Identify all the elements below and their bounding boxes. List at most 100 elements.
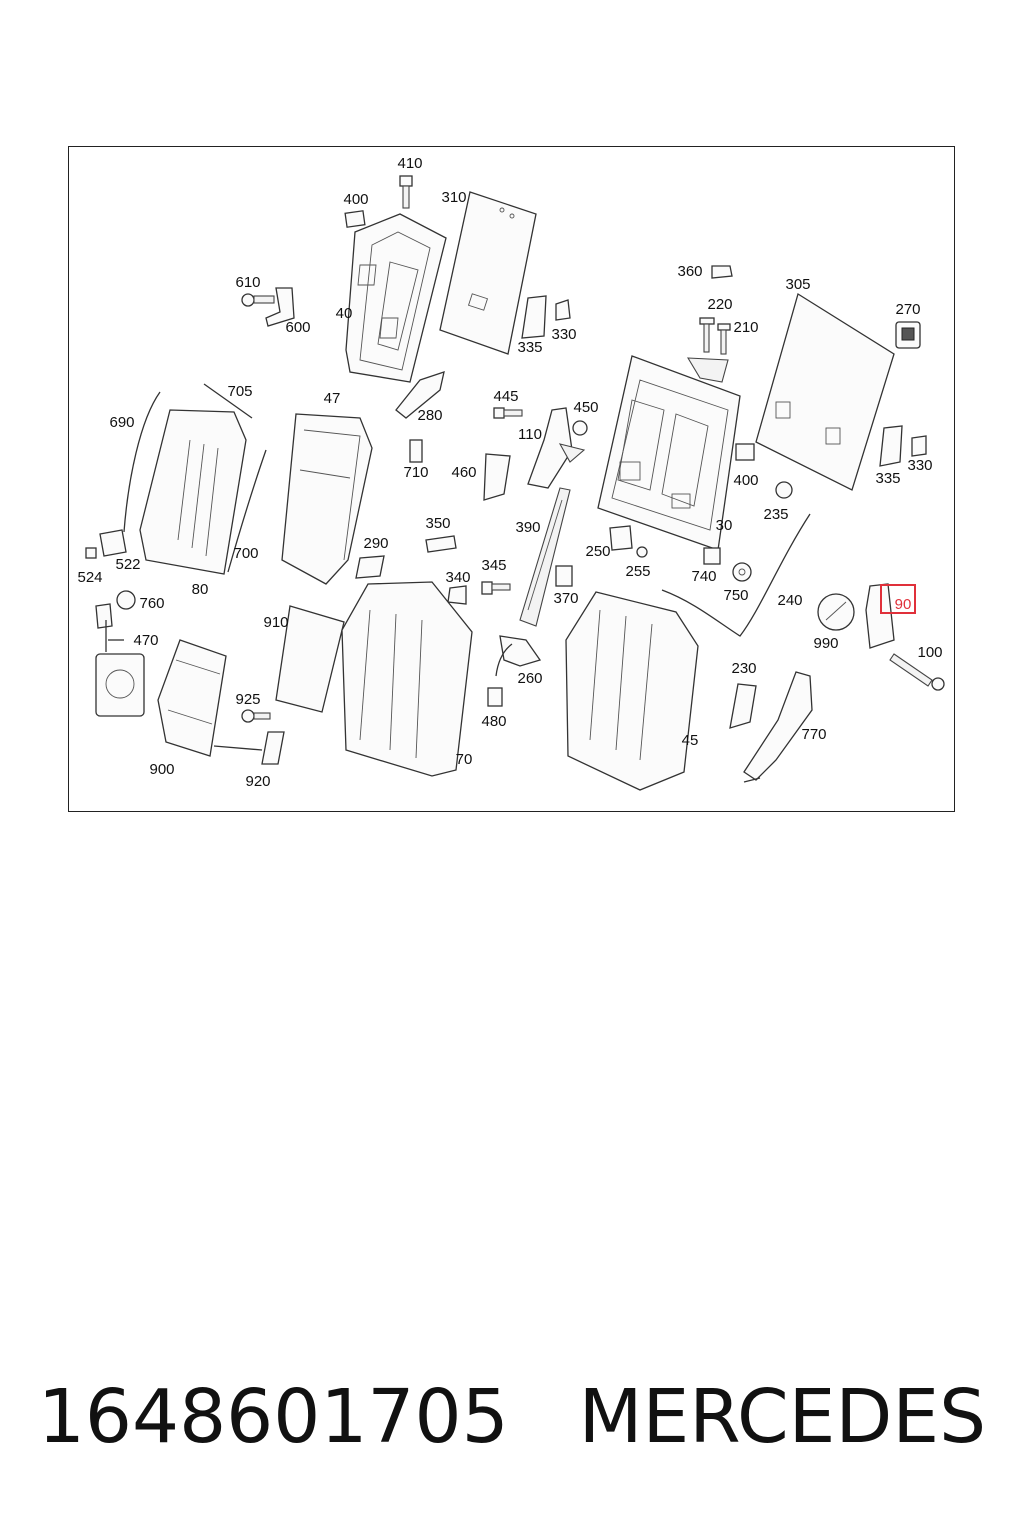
spacer-740 bbox=[703, 547, 721, 565]
bracket-110 bbox=[527, 407, 586, 489]
callout-335-b: 335 bbox=[875, 470, 900, 487]
callout-370: 370 bbox=[553, 590, 578, 607]
callout-330: 330 bbox=[551, 326, 576, 343]
cover-335-a bbox=[521, 295, 547, 339]
callout-235: 235 bbox=[763, 506, 788, 523]
callout-390: 390 bbox=[515, 519, 540, 536]
trim-470 bbox=[95, 653, 145, 717]
bracket-600 bbox=[265, 287, 295, 327]
callout-460: 460 bbox=[451, 464, 476, 481]
callout-280: 280 bbox=[417, 407, 442, 424]
seat-cushion-70 bbox=[341, 581, 473, 777]
armrest-900 bbox=[157, 639, 227, 757]
bolt-450 bbox=[572, 420, 588, 436]
callout-610: 610 bbox=[235, 274, 260, 291]
callout-220: 220 bbox=[707, 296, 732, 313]
back-panel-310 bbox=[439, 191, 537, 355]
callout-255: 255 bbox=[625, 563, 650, 580]
arrow-260 bbox=[495, 635, 542, 677]
callout-47: 47 bbox=[324, 390, 341, 407]
callout-70: 70 bbox=[456, 751, 473, 768]
cover-335-b bbox=[879, 425, 903, 467]
bolt-445 bbox=[493, 407, 523, 419]
clip-370 bbox=[555, 565, 573, 587]
clip-330-a bbox=[555, 299, 571, 321]
tool-990 bbox=[817, 593, 855, 631]
callout-350: 350 bbox=[425, 515, 450, 532]
callout-240: 240 bbox=[777, 592, 802, 609]
callout-760: 760 bbox=[139, 595, 164, 612]
wire-705 bbox=[203, 383, 253, 419]
callout-470: 470 bbox=[133, 632, 158, 649]
cover-270 bbox=[895, 321, 921, 349]
seat-back-frame-right bbox=[597, 355, 741, 551]
connector-522 bbox=[99, 529, 127, 557]
callout-690: 690 bbox=[109, 414, 134, 431]
callout-335: 335 bbox=[517, 339, 542, 356]
bolt-210 bbox=[717, 323, 731, 355]
clip-330-b bbox=[911, 435, 927, 457]
callout-80: 80 bbox=[192, 581, 209, 598]
mechanism-770 bbox=[743, 671, 813, 783]
seat-cushion-47 bbox=[281, 413, 373, 585]
clip-710 bbox=[409, 439, 423, 463]
screw-925 bbox=[241, 709, 271, 723]
callout-90: 90 bbox=[895, 596, 912, 613]
clip-360 bbox=[711, 265, 733, 279]
callout-345: 345 bbox=[481, 557, 506, 574]
bracket-250 bbox=[609, 525, 633, 551]
connector-524 bbox=[85, 547, 97, 559]
callout-700: 700 bbox=[233, 545, 258, 562]
callout-740: 740 bbox=[691, 568, 716, 585]
callout-410: 410 bbox=[397, 155, 422, 172]
bracket-290 bbox=[355, 555, 385, 579]
callout-910: 910 bbox=[263, 614, 288, 631]
callout-710: 710 bbox=[403, 464, 428, 481]
callout-450: 450 bbox=[573, 399, 598, 416]
callout-990: 990 bbox=[813, 635, 838, 652]
callout-400-b: 400 bbox=[733, 472, 758, 489]
diagram-frame bbox=[68, 146, 955, 812]
button-760 bbox=[116, 590, 136, 610]
wire-700 bbox=[227, 449, 267, 573]
callout-260: 260 bbox=[517, 670, 542, 687]
callout-445: 445 bbox=[493, 388, 518, 405]
bolt-100 bbox=[889, 653, 945, 691]
callout-305: 305 bbox=[785, 276, 810, 293]
bolt-410 bbox=[399, 175, 413, 209]
bracket-340 bbox=[447, 585, 467, 605]
plug-480 bbox=[487, 687, 503, 707]
callout-925: 925 bbox=[235, 691, 260, 708]
callout-920: 920 bbox=[245, 773, 270, 790]
callout-705: 705 bbox=[227, 383, 252, 400]
screw-255 bbox=[636, 546, 648, 558]
bolt-345 bbox=[481, 581, 511, 595]
bracket-920 bbox=[213, 731, 285, 765]
callout-110: 110 bbox=[518, 426, 542, 443]
callout-770: 770 bbox=[801, 726, 826, 743]
screw-235 bbox=[775, 481, 793, 499]
part-number: 1648601705 bbox=[37, 1374, 509, 1460]
seat-cushion-45 bbox=[565, 591, 699, 791]
callout-45: 45 bbox=[682, 732, 699, 749]
highlight-box bbox=[880, 584, 916, 614]
clip-470-small bbox=[95, 603, 124, 652]
cable-240 bbox=[661, 513, 811, 637]
brand-name: MERCEDES bbox=[578, 1374, 987, 1460]
bracket-350 bbox=[425, 535, 457, 553]
callout-750: 750 bbox=[723, 587, 748, 604]
clip-400 bbox=[344, 210, 366, 228]
handle-460 bbox=[483, 453, 511, 501]
bolt-220 bbox=[699, 317, 715, 353]
callout-230: 230 bbox=[731, 660, 756, 677]
callout-40: 40 bbox=[336, 305, 353, 322]
callout-310: 310 bbox=[441, 189, 466, 206]
screw-610 bbox=[241, 293, 275, 307]
washer-750 bbox=[732, 562, 752, 582]
clip-400-b bbox=[735, 443, 755, 461]
back-panel-305 bbox=[755, 292, 895, 491]
callout-100: 100 bbox=[917, 644, 942, 661]
callout-290: 290 bbox=[363, 535, 388, 552]
callout-900: 900 bbox=[149, 761, 174, 778]
